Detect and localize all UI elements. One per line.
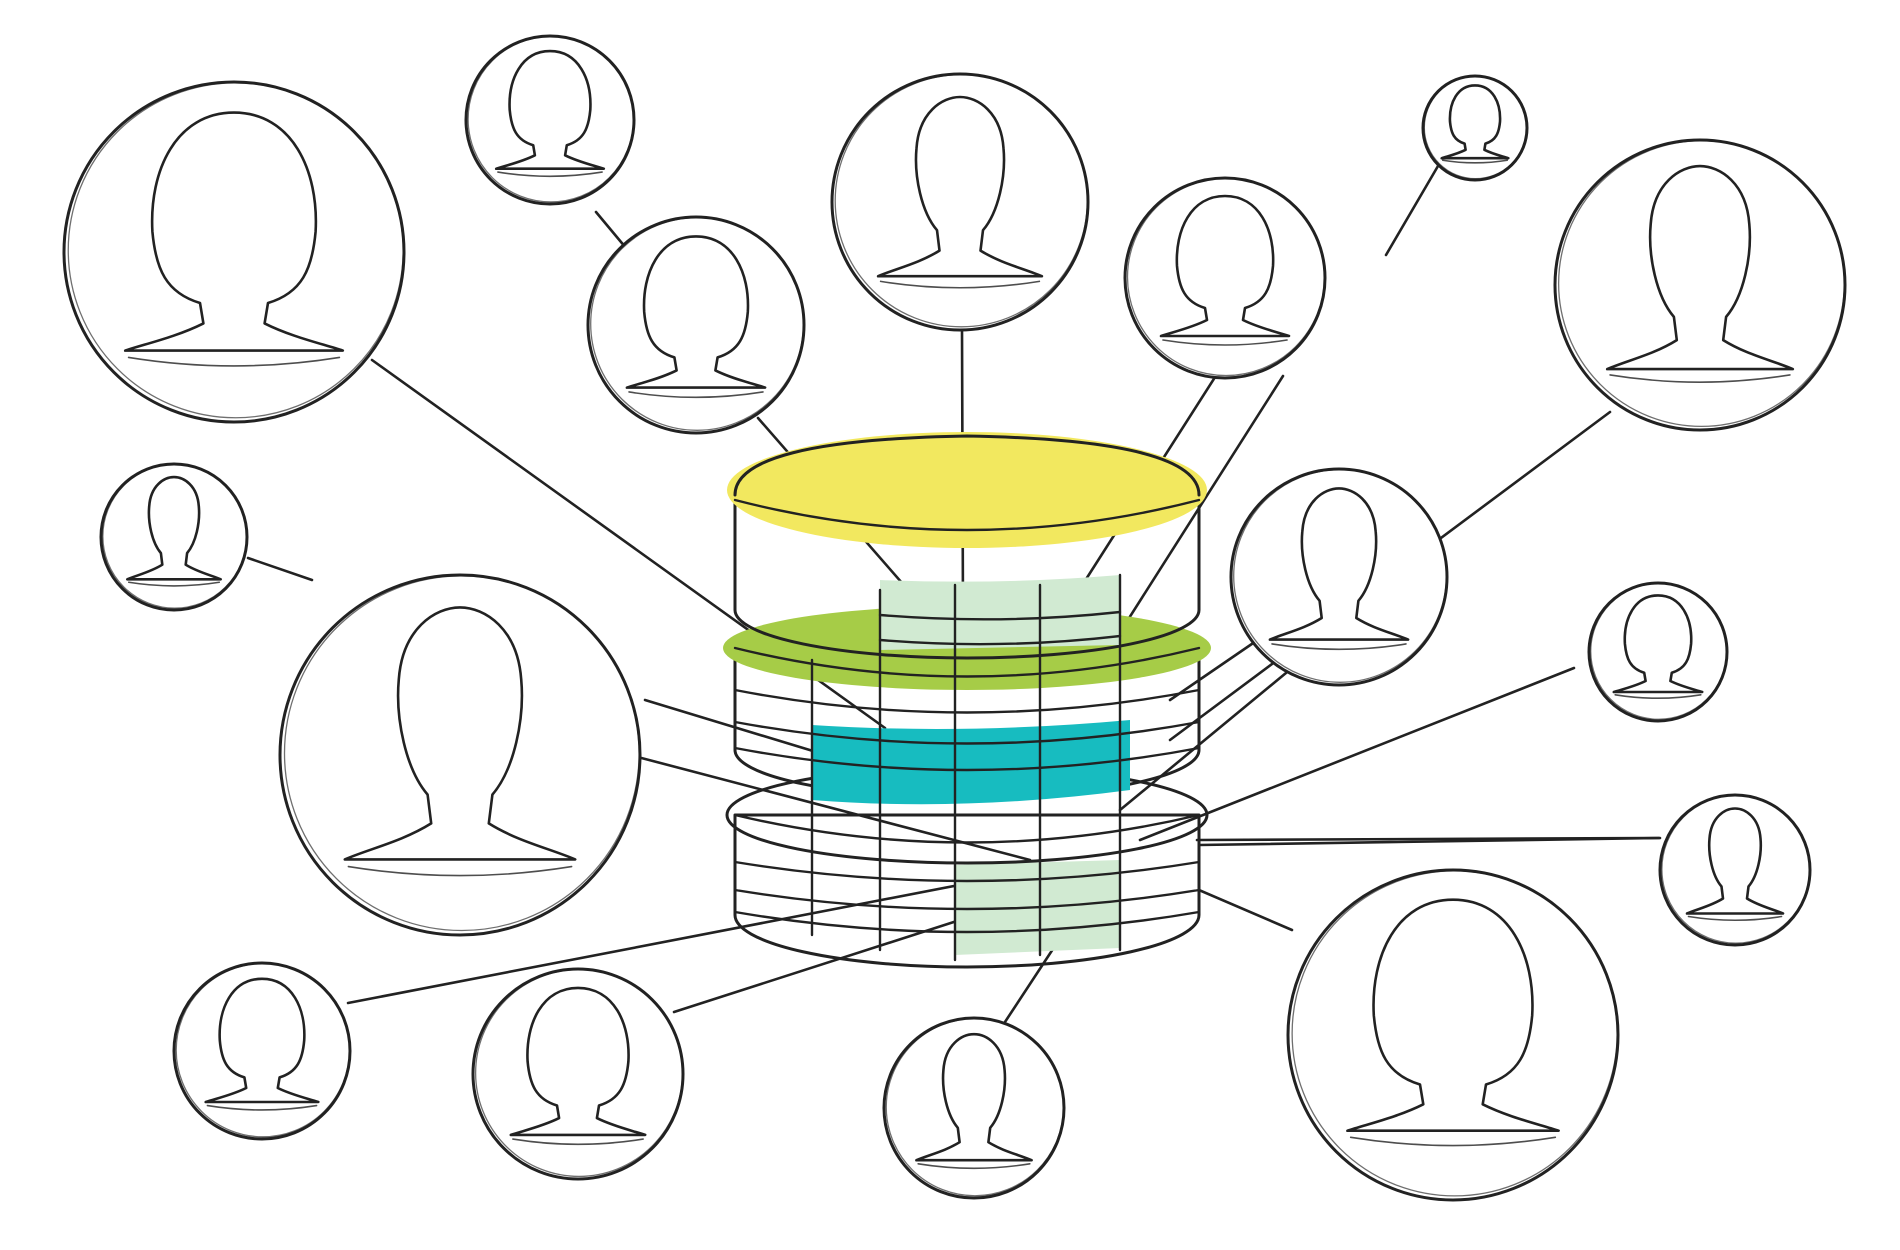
avatar-circle-sketch	[1661, 794, 1811, 944]
db-rim	[733, 813, 1201, 844]
shoulder-line	[512, 1138, 644, 1146]
user-female-node	[62, 80, 406, 424]
user-male-node	[1658, 793, 1812, 947]
user-silhouette-icon	[1268, 487, 1410, 641]
user-silhouette-icon	[915, 1032, 1033, 1162]
avatar-circle-sketch	[175, 962, 351, 1138]
db-band	[878, 610, 1122, 621]
db-band	[733, 746, 1201, 772]
user-silhouette-icon	[509, 986, 647, 1137]
user-female-node	[1123, 176, 1327, 380]
avatar-circle-sketch	[590, 216, 805, 431]
user-silhouette-icon	[876, 95, 1044, 278]
user-male-node	[1553, 138, 1847, 432]
avatar-circle-sketch	[67, 82, 404, 419]
db-band	[733, 688, 1201, 714]
user-female-node	[586, 215, 806, 435]
avatar-circle-sketch	[1233, 468, 1448, 683]
user-male-node	[882, 1016, 1066, 1200]
user-silhouette-icon	[343, 606, 577, 861]
user-male-node	[830, 72, 1090, 332]
user-silhouette-icon	[1685, 807, 1785, 915]
user-silhouette-icon	[625, 235, 767, 389]
connection-line	[594, 210, 628, 250]
shoulder-line	[347, 865, 573, 877]
db-band	[733, 860, 1201, 883]
db-top-rim	[733, 434, 1201, 497]
shoulder-line	[1441, 159, 1509, 164]
connection-line	[1168, 635, 1264, 702]
shoulder-line	[497, 171, 603, 178]
db-bottom-tier	[733, 813, 1201, 969]
avatar-circle-sketch	[102, 463, 248, 609]
connection-line	[1138, 666, 1576, 842]
user-male-node	[99, 462, 249, 612]
avatar-circle-sketch	[834, 73, 1089, 328]
user-silhouette-icon	[126, 475, 222, 581]
shoulder-line	[127, 356, 341, 367]
shoulder-line	[1162, 339, 1288, 346]
user-female-node	[471, 967, 685, 1181]
db-band	[878, 634, 1122, 646]
connection-line	[1108, 374, 1285, 650]
connection-lines	[246, 164, 1662, 1027]
user-female-node	[1286, 868, 1620, 1202]
connection-line	[246, 556, 314, 582]
user-female-node	[1587, 581, 1729, 723]
user-male-node	[1229, 467, 1449, 687]
user-silhouette-icon	[1605, 164, 1795, 371]
db-middle-panel	[812, 720, 1130, 805]
shoulder-line	[1349, 1136, 1557, 1147]
avatar-circle-sketch	[1557, 140, 1845, 428]
connection-line	[1195, 836, 1661, 842]
user-female-node	[1421, 74, 1529, 182]
user-silhouette-icon	[494, 49, 606, 170]
db-rim	[733, 646, 1201, 678]
avatar-circle-sketch	[283, 575, 640, 932]
avatar-circle-sketch	[467, 35, 635, 203]
avatar-circle-sketch	[1590, 582, 1728, 720]
avatar-circle-sketch	[1423, 75, 1528, 180]
connection-line	[1118, 666, 1294, 812]
db-band	[733, 910, 1201, 934]
user-male-node	[278, 573, 642, 937]
shoulder-line	[1609, 374, 1791, 383]
avatar-circle-sketch	[1126, 177, 1326, 377]
shoulder-line	[879, 280, 1041, 289]
user-silhouette-icon	[204, 977, 320, 1104]
connection-line	[1384, 164, 1440, 257]
shoulder-line	[1271, 643, 1407, 651]
user-silhouette-icon	[123, 111, 345, 352]
avatar-circle-sketch	[1291, 870, 1618, 1197]
db-top-panel	[880, 575, 1120, 650]
shoulder-line	[1614, 693, 1702, 700]
user-silhouette-icon	[1440, 84, 1510, 160]
db-top-disc	[727, 432, 1207, 548]
user-female-node	[464, 34, 636, 206]
user-silhouette-icon	[1159, 194, 1291, 338]
shoulder-line	[1687, 915, 1783, 922]
shoulder-line	[628, 391, 764, 399]
connection-line	[672, 918, 962, 1014]
avatar-circle-sketch	[885, 1017, 1065, 1197]
shoulder-line	[917, 1163, 1031, 1170]
shoulder-line	[206, 1104, 318, 1111]
db-rim	[733, 498, 1201, 532]
user-silhouette-icon	[1612, 594, 1704, 694]
db-band	[733, 888, 1201, 911]
user-female-node	[172, 961, 352, 1141]
database-cylinder-icon	[723, 432, 1211, 969]
user-nodes	[62, 34, 1847, 1202]
db-band	[733, 720, 1201, 745]
connection-line	[1197, 888, 1294, 932]
db-top-tier	[733, 488, 1201, 660]
shoulder-line	[127, 581, 221, 587]
user-silhouette-icon	[1346, 898, 1560, 1132]
avatar-circle-sketch	[474, 968, 684, 1178]
